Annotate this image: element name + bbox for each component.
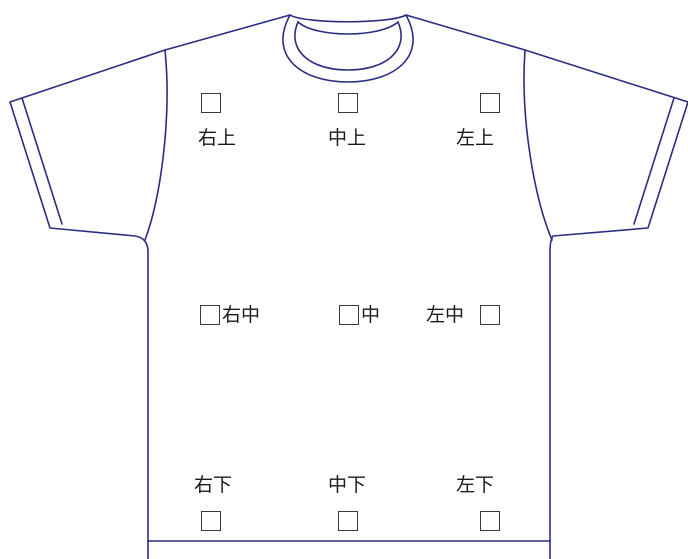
position-middle-center: 中 — [339, 304, 399, 329]
label-middle-right: 右中 — [222, 304, 261, 326]
label-bottom-left: 左下 — [456, 474, 495, 496]
checkbox-middle-center[interactable] — [339, 305, 359, 325]
position-top-center: 中上 — [328, 93, 376, 153]
position-top-left: 左上 — [456, 93, 504, 153]
right-armhole-seam — [523, 49, 553, 241]
collar-inner — [294, 21, 402, 71]
position-bottom-center: 中下 — [328, 474, 376, 534]
label-top-left: 左上 — [456, 127, 495, 149]
left-sleeve-cuff — [21, 97, 63, 225]
checkbox-top-left[interactable] — [480, 93, 500, 113]
left-armhole-seam — [144, 49, 168, 241]
checkbox-bottom-left[interactable] — [480, 511, 500, 531]
label-bottom-right: 右下 — [194, 474, 233, 496]
collar-neck-inner — [297, 21, 399, 35]
label-bottom-center: 中下 — [328, 474, 367, 496]
position-middle-left: 左中 — [426, 304, 506, 329]
position-bottom-left: 左下 — [456, 474, 504, 534]
checkbox-middle-left[interactable] — [480, 305, 500, 325]
checkbox-bottom-right[interactable] — [201, 511, 221, 531]
label-top-right: 右上 — [198, 127, 237, 149]
checkbox-top-center[interactable] — [338, 93, 358, 113]
checkbox-middle-right[interactable] — [200, 305, 220, 325]
collar-outer — [282, 14, 414, 83]
label-middle-left: 左中 — [426, 304, 465, 326]
checkbox-bottom-center[interactable] — [338, 511, 358, 531]
position-bottom-right: 右下 — [194, 474, 242, 534]
label-middle-center: 中 — [361, 304, 381, 326]
right-sleeve-cuff — [633, 97, 675, 225]
checkbox-top-right[interactable] — [201, 93, 221, 113]
label-top-center: 中上 — [328, 127, 367, 149]
position-top-right: 右上 — [198, 93, 246, 153]
position-middle-right: 右中 — [200, 304, 280, 329]
